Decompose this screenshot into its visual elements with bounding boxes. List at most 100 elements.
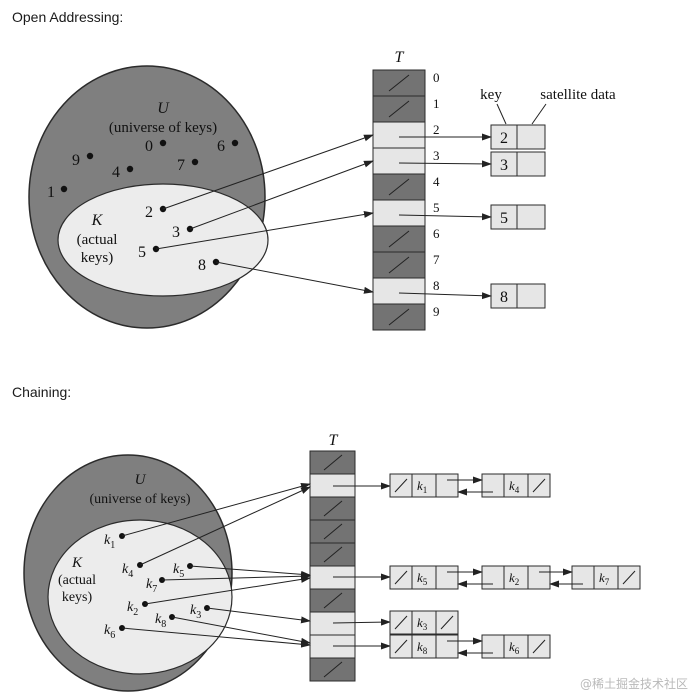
node-key: k3 xyxy=(417,615,428,632)
nil-slash xyxy=(388,256,410,274)
key-letter: k xyxy=(509,639,515,654)
key-letter: k xyxy=(417,478,423,493)
slot-index: 2 xyxy=(433,122,440,137)
key-letter: k xyxy=(417,570,423,585)
slot-index: 6 xyxy=(433,226,440,241)
actual-key: 8 xyxy=(198,257,206,274)
prev-field xyxy=(571,565,595,590)
chaining-keys: k1 k4 k5 k7 k2 k3 k8 k6 xyxy=(104,533,210,641)
slot-index: 4 xyxy=(433,174,440,189)
next-field xyxy=(527,565,551,590)
key-letter: k xyxy=(509,570,515,585)
key-letter: k xyxy=(146,577,153,592)
universe-keys: 9 0 6 4 7 1 xyxy=(47,138,239,201)
key-letter: k xyxy=(417,615,423,630)
chain-key-label: k1 xyxy=(104,533,115,551)
prev-field xyxy=(481,473,505,498)
nil-slash xyxy=(394,639,408,654)
hash-arrow xyxy=(144,575,311,605)
key-subscript: 4 xyxy=(515,485,520,495)
slot-index: 5 xyxy=(433,200,440,215)
universe-key: 4 xyxy=(112,164,120,181)
hash-arrow xyxy=(215,261,374,294)
key-letter: k xyxy=(127,600,134,615)
nil-slash xyxy=(532,639,546,654)
slot-indices: 0 1 2 3 4 5 6 7 8 9 xyxy=(433,70,440,319)
key-subscript: 7 xyxy=(152,584,157,595)
chain-slot-8: k8 k6 xyxy=(389,634,551,659)
record-satellite-box xyxy=(516,151,546,177)
node-key: k1 xyxy=(417,478,427,495)
nil-slash xyxy=(440,615,454,630)
node-key: k4 xyxy=(509,478,520,495)
actual-key: 2 xyxy=(145,204,153,221)
chain-key-label: k4 xyxy=(122,562,133,580)
actual-key: 3 xyxy=(172,224,180,241)
nil-slash xyxy=(394,570,408,585)
hash-arrows xyxy=(155,133,492,300)
hash-arrow xyxy=(155,211,374,250)
node-key: k2 xyxy=(509,570,519,587)
nil-slash xyxy=(388,100,410,118)
slot-index: 3 xyxy=(433,148,440,163)
slot-index: 9 xyxy=(433,304,440,319)
nil-slash xyxy=(323,592,343,609)
key-letter: k xyxy=(104,623,111,638)
universe-label: U xyxy=(157,100,170,117)
prev-field xyxy=(481,565,505,590)
key-letter: k xyxy=(599,570,605,585)
actual-keys-ellipse xyxy=(47,519,233,675)
chaining-diagram: U (universe of keys) K (actual keys) k1 … xyxy=(23,432,641,692)
nil-slash xyxy=(388,74,410,92)
record-pointer xyxy=(398,292,492,300)
hash-arrow xyxy=(206,607,311,624)
nil-slash xyxy=(323,500,343,517)
list-node: k2 xyxy=(481,565,551,590)
chain-key-label: k3 xyxy=(190,603,201,621)
record-key: 2 xyxy=(500,130,508,147)
actual-keys-ellipse xyxy=(57,183,269,297)
key-subscript: 6 xyxy=(515,646,520,656)
key-subscript: 8 xyxy=(161,619,166,630)
list-node: k5 xyxy=(389,565,459,590)
universe-subtitle: (universe of keys) xyxy=(89,492,190,507)
table-label: T xyxy=(395,49,405,66)
hash-arrow xyxy=(139,486,311,566)
table-slot-occupied xyxy=(309,611,356,636)
record-key: 8 xyxy=(500,289,508,306)
record-key: 5 xyxy=(500,210,508,227)
key-subscript: 3 xyxy=(196,610,201,621)
node-key: k8 xyxy=(417,639,428,656)
list-node: k6 xyxy=(481,634,551,659)
key-letter: k xyxy=(173,562,180,577)
universe-key: 7 xyxy=(177,157,185,174)
record-pointer xyxy=(398,213,492,221)
universe-key: 0 xyxy=(145,138,153,155)
node-key: k7 xyxy=(599,570,610,587)
key-dot xyxy=(60,185,68,193)
list-node: k8 xyxy=(389,634,459,659)
prev-field xyxy=(481,634,505,659)
chain-slot-7: k3 xyxy=(389,610,459,635)
key-subscript: 6 xyxy=(110,630,115,641)
hash-arrow xyxy=(171,616,311,645)
record-satellite-box xyxy=(516,204,546,230)
key-letter: k xyxy=(104,533,111,548)
table-slot-occupied xyxy=(372,147,426,175)
actual-key: 5 xyxy=(138,244,146,261)
next-field xyxy=(435,473,459,498)
slot-index: 1 xyxy=(433,96,440,111)
nil-slash xyxy=(532,478,546,493)
open-addressing-diagram: U (universe of keys) K (actual keys) 9 0… xyxy=(28,49,616,331)
head-pointer xyxy=(332,618,391,626)
list-node: k3 xyxy=(389,610,459,635)
universe-key: 6 xyxy=(217,138,225,155)
actual-label: K xyxy=(91,212,104,229)
nil-slash xyxy=(323,546,343,563)
chaining-hash-arrows xyxy=(121,483,311,648)
record-satellite-box xyxy=(516,124,546,150)
record-key: 3 xyxy=(500,157,508,174)
hash-arrow xyxy=(189,160,374,230)
key-letter: k xyxy=(509,478,515,493)
chain-key-label: k8 xyxy=(155,612,166,630)
